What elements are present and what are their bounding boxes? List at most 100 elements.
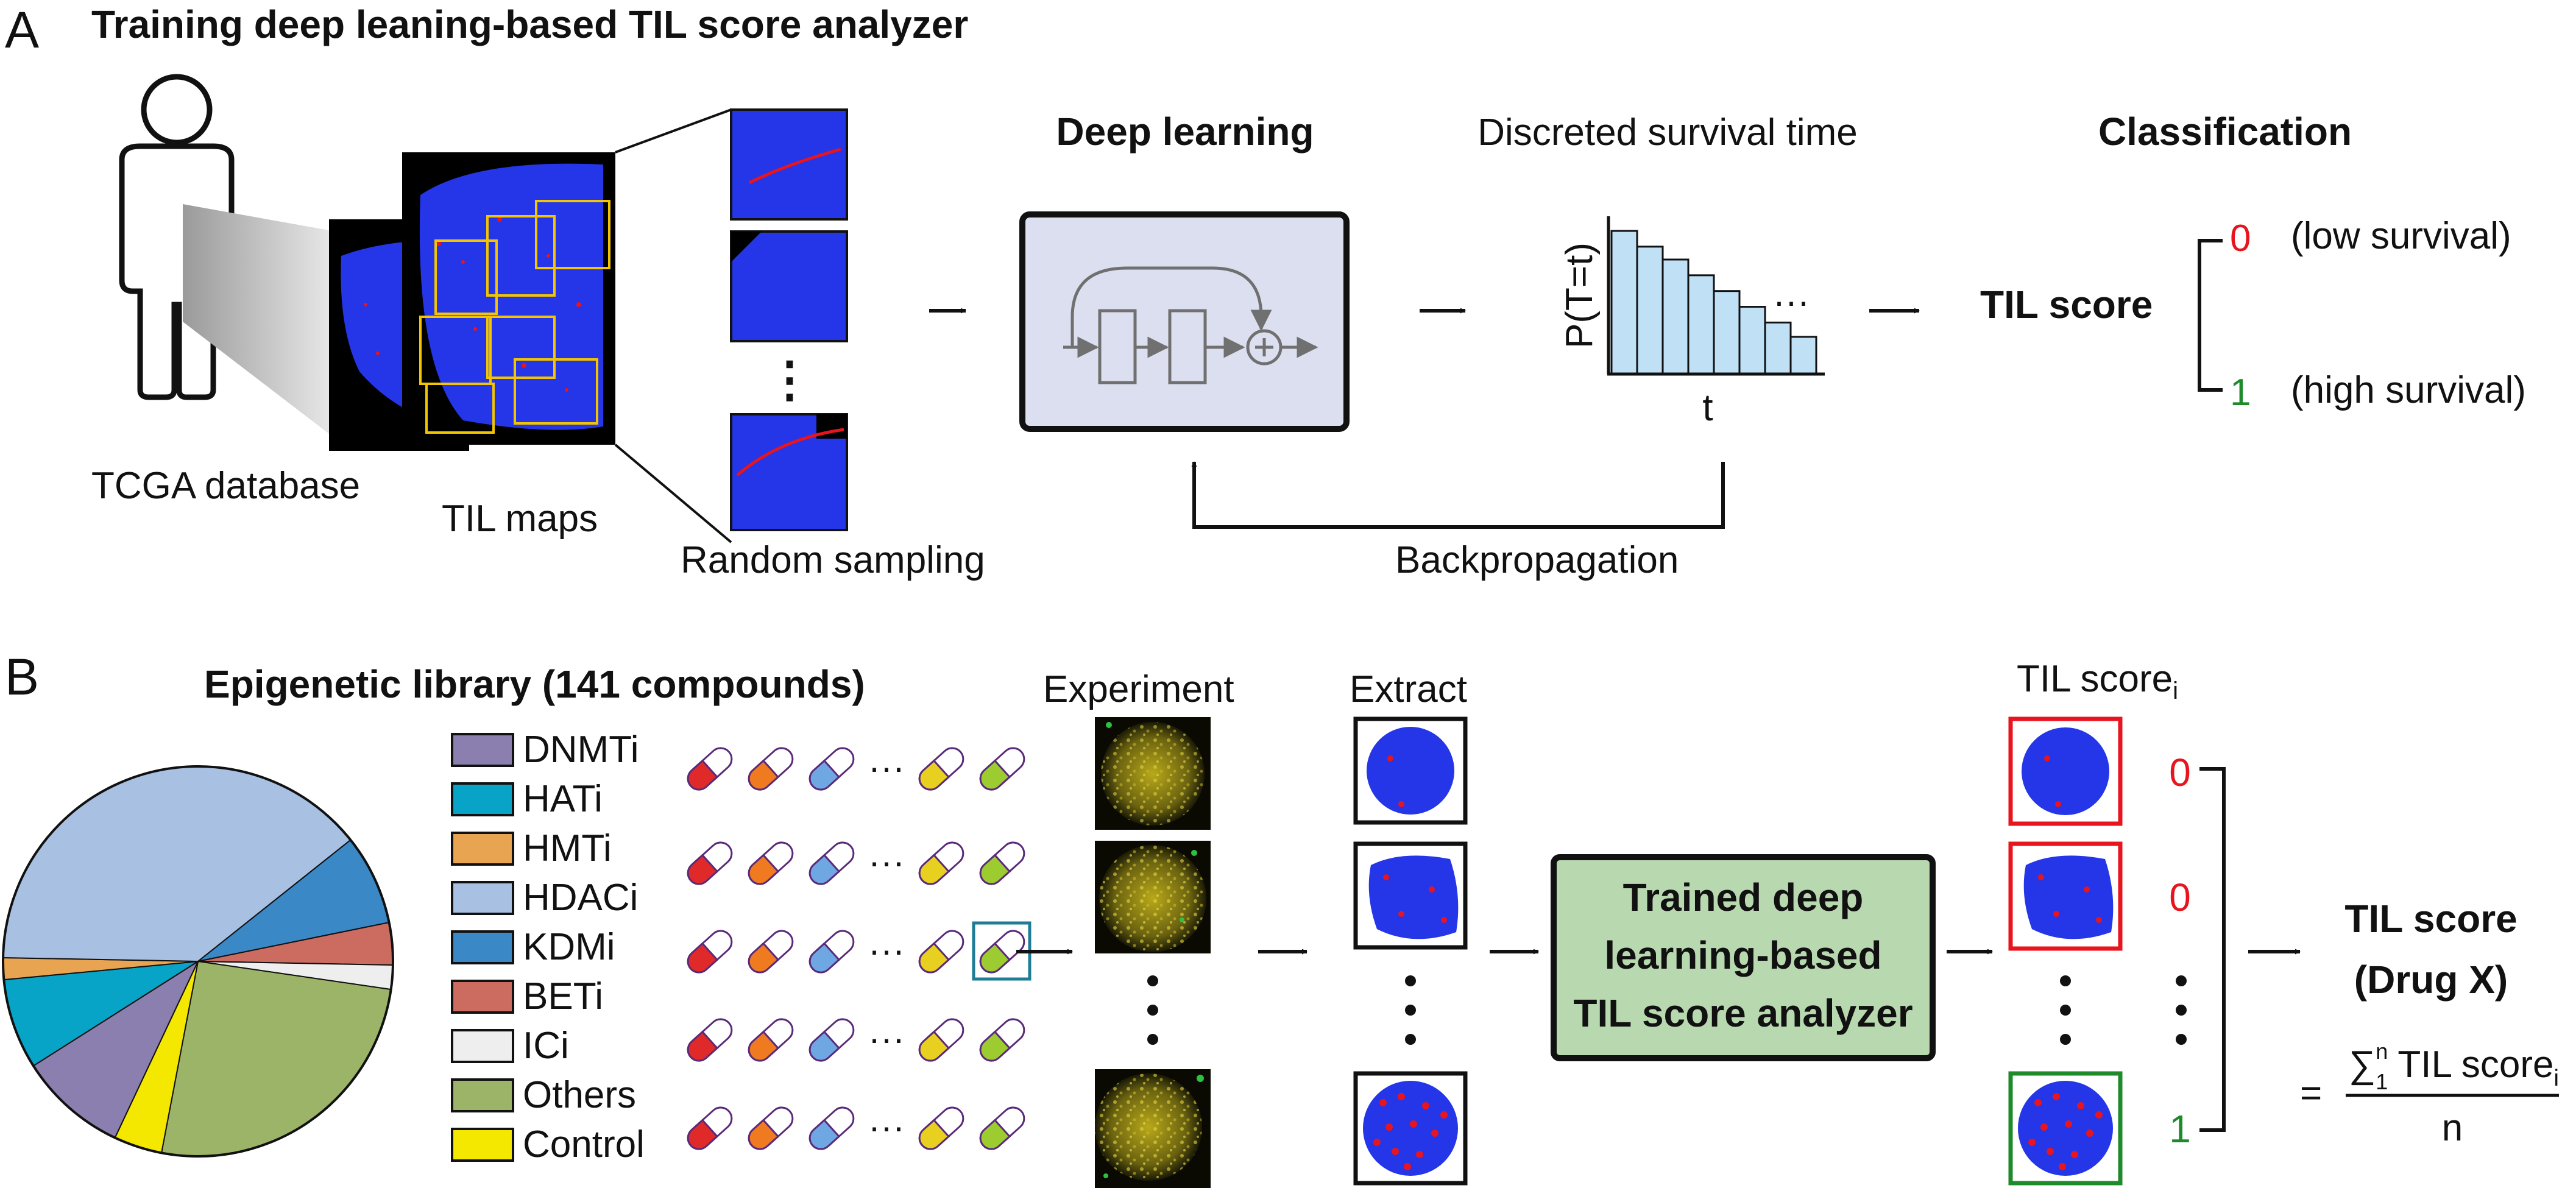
compound-pill-grid: ··· ··· ··· ··· ··· xyxy=(687,747,1031,1150)
compound-pill-icon xyxy=(918,930,964,974)
legend-swatch xyxy=(451,1128,514,1162)
trained-label-line-2: learning-based xyxy=(1604,933,1881,977)
equals-sign: = xyxy=(2300,1072,2322,1114)
compound-pill-icon xyxy=(809,930,855,974)
legend-swatch xyxy=(451,1078,514,1112)
scored-images xyxy=(2008,716,2187,1186)
compound-pill-icon xyxy=(809,841,855,885)
panel-b-letter: B xyxy=(5,648,39,705)
legend-swatch xyxy=(451,1029,514,1063)
pill-row-ellipsis: ··· xyxy=(868,1018,905,1059)
trained-label-line-3: TIL score analyzer xyxy=(1573,991,1913,1035)
compound-pill-icon xyxy=(748,1106,794,1150)
person-icon xyxy=(119,74,235,400)
legend-label: ICi xyxy=(523,1025,569,1067)
survival-bar-chart xyxy=(1607,216,1825,376)
survival-bar xyxy=(1789,336,1817,375)
panel-a-letter: A xyxy=(5,1,39,58)
compound-pill-icon xyxy=(687,1018,733,1062)
compound-pill-icon xyxy=(979,1018,1025,1062)
compound-pill-icon xyxy=(918,1106,964,1150)
compound-pill-icon xyxy=(979,841,1025,885)
class-high-value: 1 xyxy=(2230,372,2251,414)
zoom-line-top xyxy=(615,108,732,154)
til-score-i-label: TIL scorei xyxy=(2017,658,2178,704)
survival-bar xyxy=(1661,258,1690,375)
compound-pill-icon xyxy=(979,1106,1025,1150)
compound-pill-icon xyxy=(979,930,1025,974)
legend-swatch xyxy=(451,930,514,964)
experiment-images xyxy=(1095,717,1211,1188)
compound-pill-icon xyxy=(748,1018,794,1062)
library-title: Epigenetic library (141 compounds) xyxy=(204,662,865,706)
compound-pill-icon xyxy=(918,1018,964,1062)
deep-learning-label: Deep learning xyxy=(1056,110,1314,154)
final-title-line-1: TIL score xyxy=(2344,897,2517,941)
backpropagation-arrow xyxy=(1191,461,1725,529)
compound-pill-icon xyxy=(687,841,733,885)
survival-bar xyxy=(1636,246,1664,375)
survival-bar xyxy=(1738,306,1766,375)
panel-a-title: Training deep leaning-based TIL score an… xyxy=(91,2,968,46)
legend-swatch xyxy=(451,832,514,866)
survival-bar xyxy=(1610,230,1638,375)
compound-pill-icon xyxy=(748,841,794,885)
legend-swatch xyxy=(451,980,514,1014)
compound-pill-icon xyxy=(687,1106,733,1150)
compound-pill-icon xyxy=(979,747,1025,791)
random-sampling-label: Random sampling xyxy=(681,539,985,581)
compound-pill-icon xyxy=(809,747,855,791)
deep-learning-box xyxy=(1019,211,1350,432)
survival-bar xyxy=(1713,290,1741,375)
score-value-1: 0 xyxy=(2169,751,2191,794)
extract-label: Extract xyxy=(1350,668,1467,710)
projection-cone xyxy=(183,204,329,434)
class-high-text: (high survival) xyxy=(2291,369,2526,411)
compound-pie-chart xyxy=(2,765,394,1158)
final-title-line-2: (Drug X) xyxy=(2354,958,2508,1002)
survival-ellipsis: ··· xyxy=(1773,281,1810,322)
til-score-label: TIL score xyxy=(1980,283,2153,327)
score-value-3: 1 xyxy=(2169,1107,2191,1151)
scores-bracket xyxy=(2199,767,2226,1132)
compound-pill-icon xyxy=(748,747,794,791)
legend-label: HATi xyxy=(523,778,603,820)
pie-outline xyxy=(2,765,394,1158)
legend-label: DNMTi xyxy=(523,729,639,771)
discreted-survival-title: Discreted survival time xyxy=(1477,111,1858,154)
legend-label: BETi xyxy=(523,975,603,1017)
trained-label-line-1: Trained deep xyxy=(1623,875,1864,919)
compound-pill-icon xyxy=(809,1106,855,1150)
pill-row-ellipsis: ··· xyxy=(868,1106,905,1147)
legend-swatch xyxy=(451,782,514,816)
backpropagation-label: Backpropagation xyxy=(1395,539,1679,581)
til-maps-stack xyxy=(329,152,615,451)
compound-pill-icon xyxy=(918,841,964,885)
sampled-tiles xyxy=(730,108,848,531)
compound-pill-icon xyxy=(687,930,733,974)
pill-row-ellipsis: ··· xyxy=(868,841,905,882)
pill-row-ellipsis: ··· xyxy=(868,930,905,971)
x-axis-label: t xyxy=(1702,387,1713,429)
survival-bar xyxy=(1687,274,1715,375)
pill-row-ellipsis: ··· xyxy=(868,747,905,788)
legend-swatch xyxy=(451,733,514,767)
compound-pill-icon xyxy=(748,930,794,974)
legend-label: Others xyxy=(523,1074,636,1116)
legend-label: Control xyxy=(523,1123,645,1165)
legend-swatch xyxy=(451,881,514,915)
extract-images xyxy=(1353,716,1468,1186)
survival-bar xyxy=(1764,321,1792,375)
legend-label: HDACi xyxy=(523,877,638,919)
pie-slice-others xyxy=(160,960,392,1157)
classification-bracket xyxy=(2198,239,2223,392)
class-low-text: (low survival) xyxy=(2291,215,2511,257)
compound-pill-icon xyxy=(918,747,964,791)
class-low-value: 0 xyxy=(2230,217,2251,260)
legend-label: HMTi xyxy=(523,827,612,869)
legend-label: KDMi xyxy=(523,926,615,968)
til-maps-label: TIL maps xyxy=(442,498,598,540)
score-value-2: 0 xyxy=(2169,875,2191,919)
experiment-label: Experiment xyxy=(1043,668,1234,710)
